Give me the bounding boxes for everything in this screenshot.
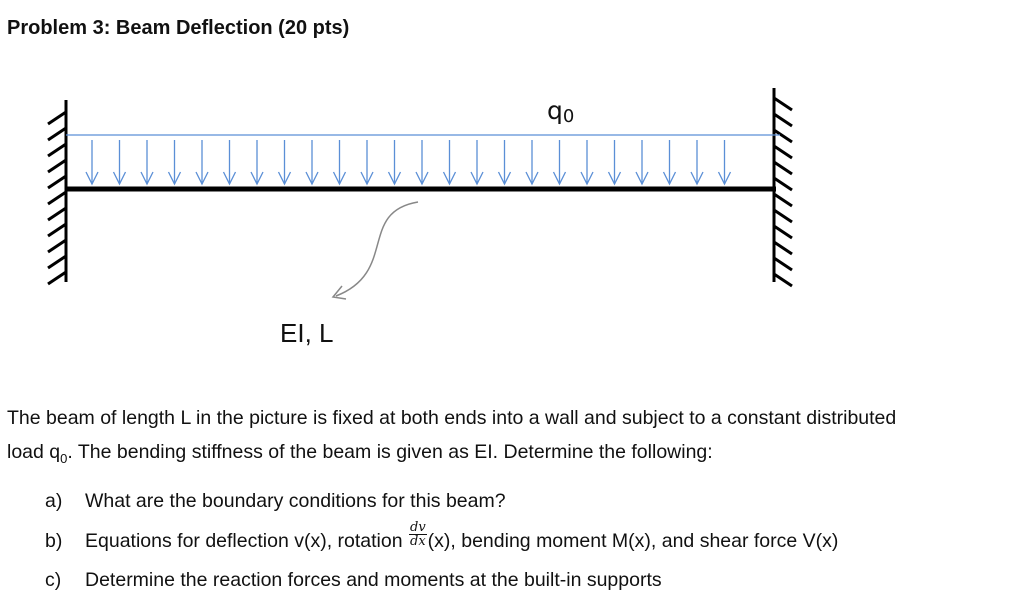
right-fixed-support — [772, 88, 793, 288]
load-arrow — [580, 140, 594, 186]
load-label: q0 — [547, 96, 574, 127]
load-arrow — [525, 140, 539, 186]
load-arrow — [470, 140, 484, 186]
question-a-text: What are the boundary conditions for thi… — [85, 490, 506, 512]
load-arrow — [497, 140, 512, 186]
load-arrow — [662, 140, 677, 186]
load-arrow — [112, 140, 127, 186]
description-line-2: load q0. The bending stiffness of the be… — [7, 441, 713, 466]
beam-properties-label: EI, L — [280, 318, 333, 348]
load-arrow — [387, 140, 402, 186]
load-arrow — [222, 140, 237, 186]
load-arrow — [717, 140, 732, 186]
load-arrow — [250, 140, 264, 186]
load-arrow — [360, 140, 374, 186]
load-arrow — [607, 140, 622, 186]
load-arrow — [635, 140, 649, 186]
leader-arrow-head — [331, 285, 347, 300]
beam-diagram: q0 EI, L — [47, 88, 793, 348]
left-fixed-support — [47, 100, 68, 286]
load-arrow — [305, 140, 319, 186]
load-arrow — [415, 140, 429, 186]
problem-description: The beam of length L in the picture is f… — [7, 401, 1019, 476]
description-line-1: The beam of length L in the picture is f… — [7, 407, 897, 429]
load-label-subscript: 0 — [563, 106, 574, 127]
load-arrow — [277, 140, 292, 186]
question-b-text: Equations for deflection v(x), rotation … — [85, 520, 839, 552]
load-arrow — [690, 140, 704, 186]
load-arrow — [332, 140, 347, 186]
load-arrow — [195, 140, 209, 186]
problem-title: Problem 3: Beam Deflection (20 pts) — [7, 17, 350, 39]
distributed-load-arrows — [85, 140, 732, 186]
question-a-marker: a) — [45, 490, 63, 512]
question-c-marker: c) — [45, 569, 62, 591]
load-arrow — [552, 140, 567, 186]
question-b-marker: b) — [45, 530, 63, 552]
load-arrow — [442, 140, 457, 186]
load-arrow — [167, 140, 182, 186]
beam-label-leader — [335, 201, 419, 297]
question-c-text: Determine the reaction forces and moment… — [85, 569, 662, 591]
load-arrow — [85, 140, 99, 186]
load-arrow — [140, 140, 154, 186]
